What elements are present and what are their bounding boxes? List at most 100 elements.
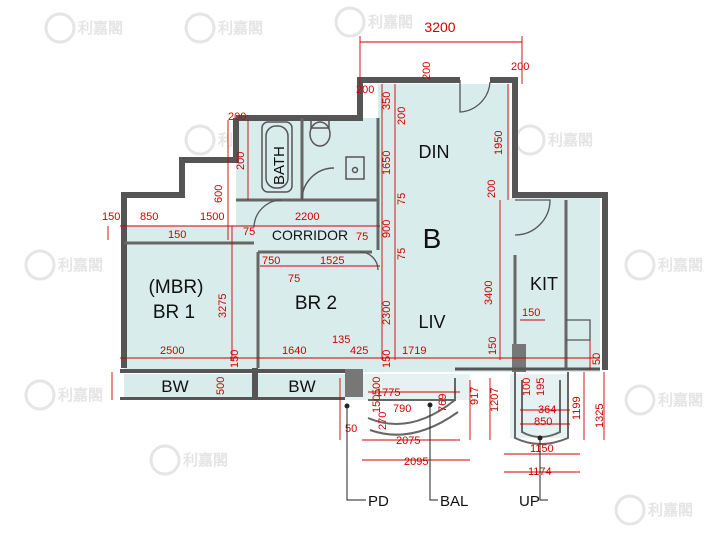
dim-195: 195 bbox=[535, 378, 547, 396]
room-label-bw1: BW bbox=[161, 377, 188, 396]
dim-1525: 1525 bbox=[320, 255, 344, 267]
dim-75: 75 bbox=[288, 273, 300, 285]
dim-750: 750 bbox=[262, 255, 280, 267]
dimension-lines bbox=[107, 36, 605, 473]
dim-600: 600 bbox=[213, 185, 225, 203]
room-label-br1: BR 1 bbox=[153, 302, 195, 323]
dim-75: 75 bbox=[396, 248, 408, 260]
dim-2200: 2200 bbox=[295, 211, 319, 223]
dim-850: 850 bbox=[140, 211, 158, 223]
room-label-corridor: CORRIDOR bbox=[272, 227, 348, 243]
dimension-labels: 3200 200 200 200 350 200 200 1950 200 16… bbox=[102, 19, 606, 478]
dim-200: 200 bbox=[396, 107, 408, 125]
dim-900: 900 bbox=[381, 220, 393, 238]
dim-425: 425 bbox=[350, 345, 368, 357]
dim-75: 75 bbox=[243, 226, 255, 238]
callout-up: UP bbox=[519, 493, 540, 510]
svg-text:利嘉閣: 利嘉閣 bbox=[58, 256, 103, 274]
dim-3400: 3400 bbox=[483, 281, 495, 305]
watermark-logo: 利嘉閣 bbox=[24, 249, 103, 281]
dim-1325: 1325 bbox=[594, 404, 606, 428]
dim-2095: 2095 bbox=[404, 456, 428, 468]
room-label-bw2: BW bbox=[288, 377, 315, 396]
dim-200-bath: 200 bbox=[228, 111, 246, 123]
watermark-logo: 利嘉閣 bbox=[514, 124, 593, 156]
dim-100: 100 bbox=[521, 378, 533, 396]
dim-135: 135 bbox=[332, 334, 350, 346]
dim-850-bay: 850 bbox=[534, 416, 552, 428]
unit-label: B bbox=[423, 223, 442, 254]
dim-200-bath-side: 200 bbox=[235, 152, 247, 170]
dim-1207: 1207 bbox=[489, 388, 501, 412]
room-labels: DIN B LIV KIT (MBR) BR 1 BR 2 BATH CORRI… bbox=[149, 142, 558, 396]
dim-200: 200 bbox=[421, 62, 433, 80]
svg-text:利嘉閣: 利嘉閣 bbox=[648, 501, 693, 519]
dim-150-kit: 150 bbox=[522, 307, 540, 319]
dim-2300: 2300 bbox=[381, 301, 393, 325]
dim-364: 364 bbox=[538, 404, 556, 416]
watermark-logo: 利嘉閣 bbox=[334, 6, 413, 38]
dim-150: 150 bbox=[381, 350, 393, 368]
dim-top-width: 3200 bbox=[424, 19, 455, 35]
svg-text:利嘉閣: 利嘉閣 bbox=[548, 131, 593, 149]
watermark-logo: 利嘉閣 bbox=[614, 494, 693, 526]
dim-50-kit: 50 bbox=[591, 353, 603, 365]
svg-text:利嘉閣: 利嘉閣 bbox=[218, 19, 263, 37]
dim-3275: 3275 bbox=[217, 294, 229, 318]
dim-150: 150 bbox=[102, 211, 120, 223]
dim-1150: 1150 bbox=[530, 443, 554, 455]
dim-75: 75 bbox=[356, 231, 368, 243]
bath-fixtures bbox=[261, 119, 365, 201]
dim-1719: 1719 bbox=[402, 345, 426, 357]
dim-150: 150 bbox=[371, 395, 383, 413]
dim-350: 350 bbox=[381, 92, 393, 110]
watermark-logo: 利嘉閣 bbox=[624, 384, 703, 416]
svg-text:利嘉閣: 利嘉閣 bbox=[368, 13, 413, 31]
dim-150-b: 150 bbox=[168, 229, 186, 241]
dim-150: 150 bbox=[229, 350, 241, 368]
callouts bbox=[344, 402, 548, 501]
svg-text:利嘉閣: 利嘉閣 bbox=[78, 19, 123, 37]
room-label-br2: BR 2 bbox=[295, 293, 337, 314]
svg-text:利嘉閣: 利嘉閣 bbox=[58, 386, 103, 404]
dim-1775: 1775 bbox=[376, 387, 400, 399]
dim-200: 200 bbox=[511, 61, 529, 73]
svg-text:利嘉閣: 利嘉閣 bbox=[183, 451, 228, 469]
dim-2075: 2075 bbox=[396, 435, 420, 447]
dim-769: 769 bbox=[437, 394, 449, 412]
dim-200-din: 200 bbox=[486, 180, 498, 198]
callout-pd: PD bbox=[368, 493, 389, 510]
dim-790: 790 bbox=[393, 403, 411, 415]
dim-1500: 1500 bbox=[200, 211, 224, 223]
room-label-liv: LIV bbox=[418, 312, 445, 332]
callout-bal: BAL bbox=[440, 493, 468, 510]
room-label-din: DIN bbox=[419, 142, 450, 162]
dim-200: 200 bbox=[356, 84, 374, 96]
dim-1199: 1199 bbox=[571, 396, 583, 420]
svg-text:利嘉閣: 利嘉閣 bbox=[658, 391, 703, 409]
dim-75: 75 bbox=[396, 193, 408, 205]
dim-150: 150 bbox=[487, 337, 499, 355]
dim-2500: 2500 bbox=[160, 345, 184, 357]
dim-500: 500 bbox=[215, 377, 227, 395]
dim-270: 270 bbox=[377, 412, 389, 430]
room-label-bath: BATH bbox=[271, 146, 288, 185]
dim-1950: 1950 bbox=[493, 131, 505, 155]
svg-text:利嘉閣: 利嘉閣 bbox=[658, 256, 703, 274]
watermark-logo: 利嘉閣 bbox=[624, 249, 703, 281]
dim-1650: 1650 bbox=[381, 151, 393, 175]
dim-500: 500 bbox=[371, 377, 383, 395]
dim-1640: 1640 bbox=[282, 345, 306, 357]
watermark-logo: 利嘉閣 bbox=[149, 444, 228, 476]
watermark-logo: 利嘉閣 bbox=[184, 12, 263, 44]
room-label-kit: KIT bbox=[530, 274, 558, 294]
dim-50: 50 bbox=[345, 423, 357, 435]
room-label-mbr: (MBR) bbox=[149, 277, 204, 298]
watermark-logo: 利嘉閣 bbox=[44, 12, 123, 44]
floor-fills bbox=[124, 84, 600, 438]
dim-917: 917 bbox=[469, 387, 481, 405]
doors bbox=[253, 80, 591, 341]
watermark-logo: 利嘉閣 bbox=[24, 379, 103, 411]
